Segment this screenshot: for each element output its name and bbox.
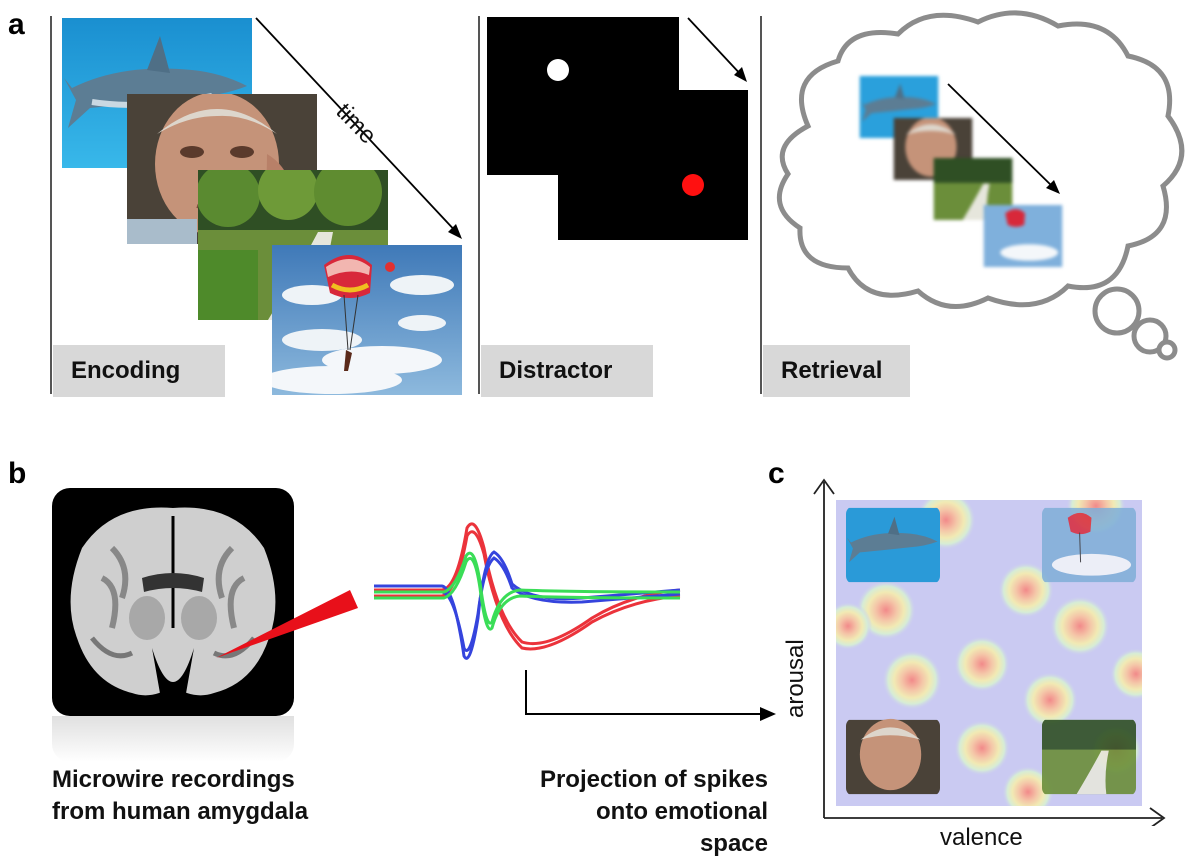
divider-encoding — [50, 16, 52, 394]
retrieval-parachute-image — [982, 205, 1064, 267]
emotion-axes — [813, 478, 1166, 826]
recording-caption-line-1: Microwire recordings — [52, 766, 295, 793]
parachute-image — [272, 245, 462, 395]
emotion-map — [836, 500, 1142, 806]
projection-caption-line-2: onto emotional space — [596, 798, 768, 857]
y-axis-label: arousal — [782, 639, 809, 718]
map-parachute-image — [1042, 506, 1136, 584]
map-shark-image — [846, 506, 940, 584]
stage-label-distractor: Distractor — [481, 345, 653, 397]
retrieval-arrow — [947, 83, 1060, 194]
panel-label-a: a — [8, 8, 25, 41]
spike-waveforms — [374, 522, 681, 660]
map-face-image — [846, 718, 940, 796]
electrode-wedge — [216, 590, 358, 658]
white-dot — [547, 59, 569, 81]
recording-caption-line-2: from human amygdala — [52, 798, 309, 825]
recording-caption: Microwire recordings from human amygdala — [52, 764, 308, 828]
divider-retrieval — [760, 16, 762, 394]
brain-reflection — [52, 716, 294, 762]
stage-label-retrieval: Retrieval — [763, 345, 910, 397]
red-dot — [682, 174, 704, 196]
panel-label-b: b — [8, 457, 27, 490]
x-axis-label: valence — [940, 824, 1023, 851]
projection-caption-line-1: Projection of spikes — [539, 766, 768, 793]
stage-label-encoding: Encoding — [53, 345, 225, 397]
panel-label-c: c — [768, 457, 785, 490]
distractor-arrow — [687, 17, 747, 82]
time-arrow — [255, 17, 462, 239]
projection-arrow — [525, 670, 776, 721]
divider-distractor — [478, 16, 480, 394]
map-path-image — [1042, 718, 1136, 796]
projection-caption: Projection of spikes onto emotional spac… — [526, 764, 768, 860]
distractor-screen-2 — [558, 90, 748, 240]
